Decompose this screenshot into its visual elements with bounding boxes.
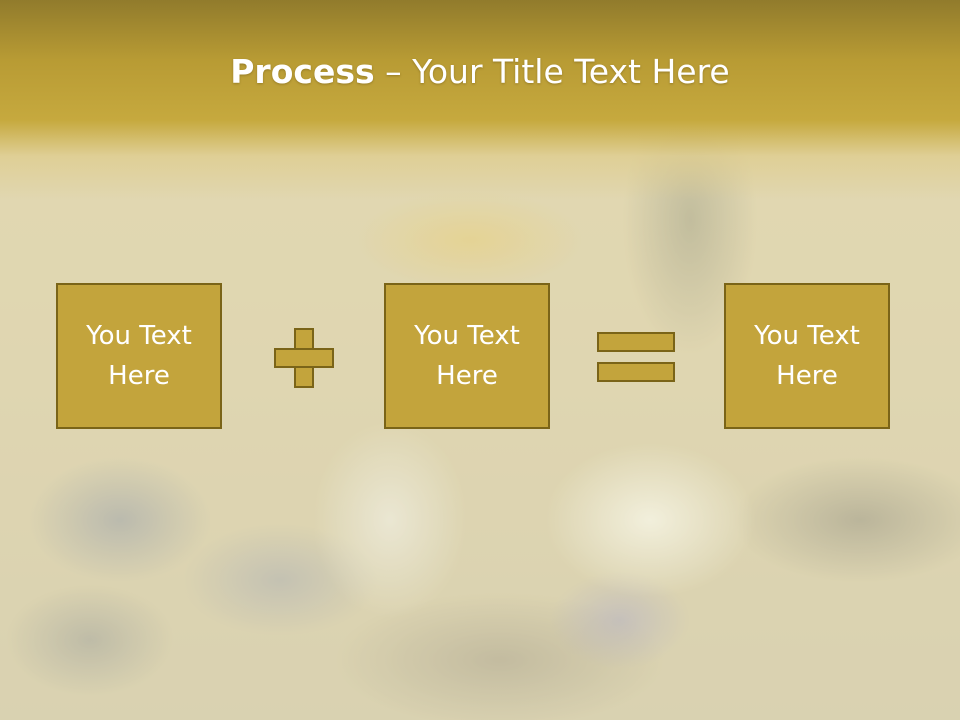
process-box-2-line2: Here [436,361,498,391]
process-box-1: You Text Here [56,283,222,429]
process-box-3-text: You Text Here [737,316,877,396]
process-box-2: You Text Here [384,283,550,429]
header-band [0,0,960,200]
equals-icon [597,332,675,382]
title-rest: – Your Title Text Here [374,52,730,91]
slide-title: Process – Your Title Text Here [0,52,960,91]
plus-icon [274,328,334,388]
equals-top-bar [597,332,675,352]
title-bold-part: Process [230,52,375,91]
process-box-3-line1: You Text [754,321,860,351]
process-box-1-line2: Here [108,361,170,391]
process-box-2-line1: You Text [414,321,520,351]
process-box-1-line1: You Text [86,321,192,351]
plus-center [296,350,312,366]
process-box-3-line2: Here [776,361,838,391]
equals-bottom-bar [597,362,675,382]
process-box-1-text: You Text Here [69,316,209,396]
process-box-3: You Text Here [724,283,890,429]
process-box-2-text: You Text Here [397,316,537,396]
